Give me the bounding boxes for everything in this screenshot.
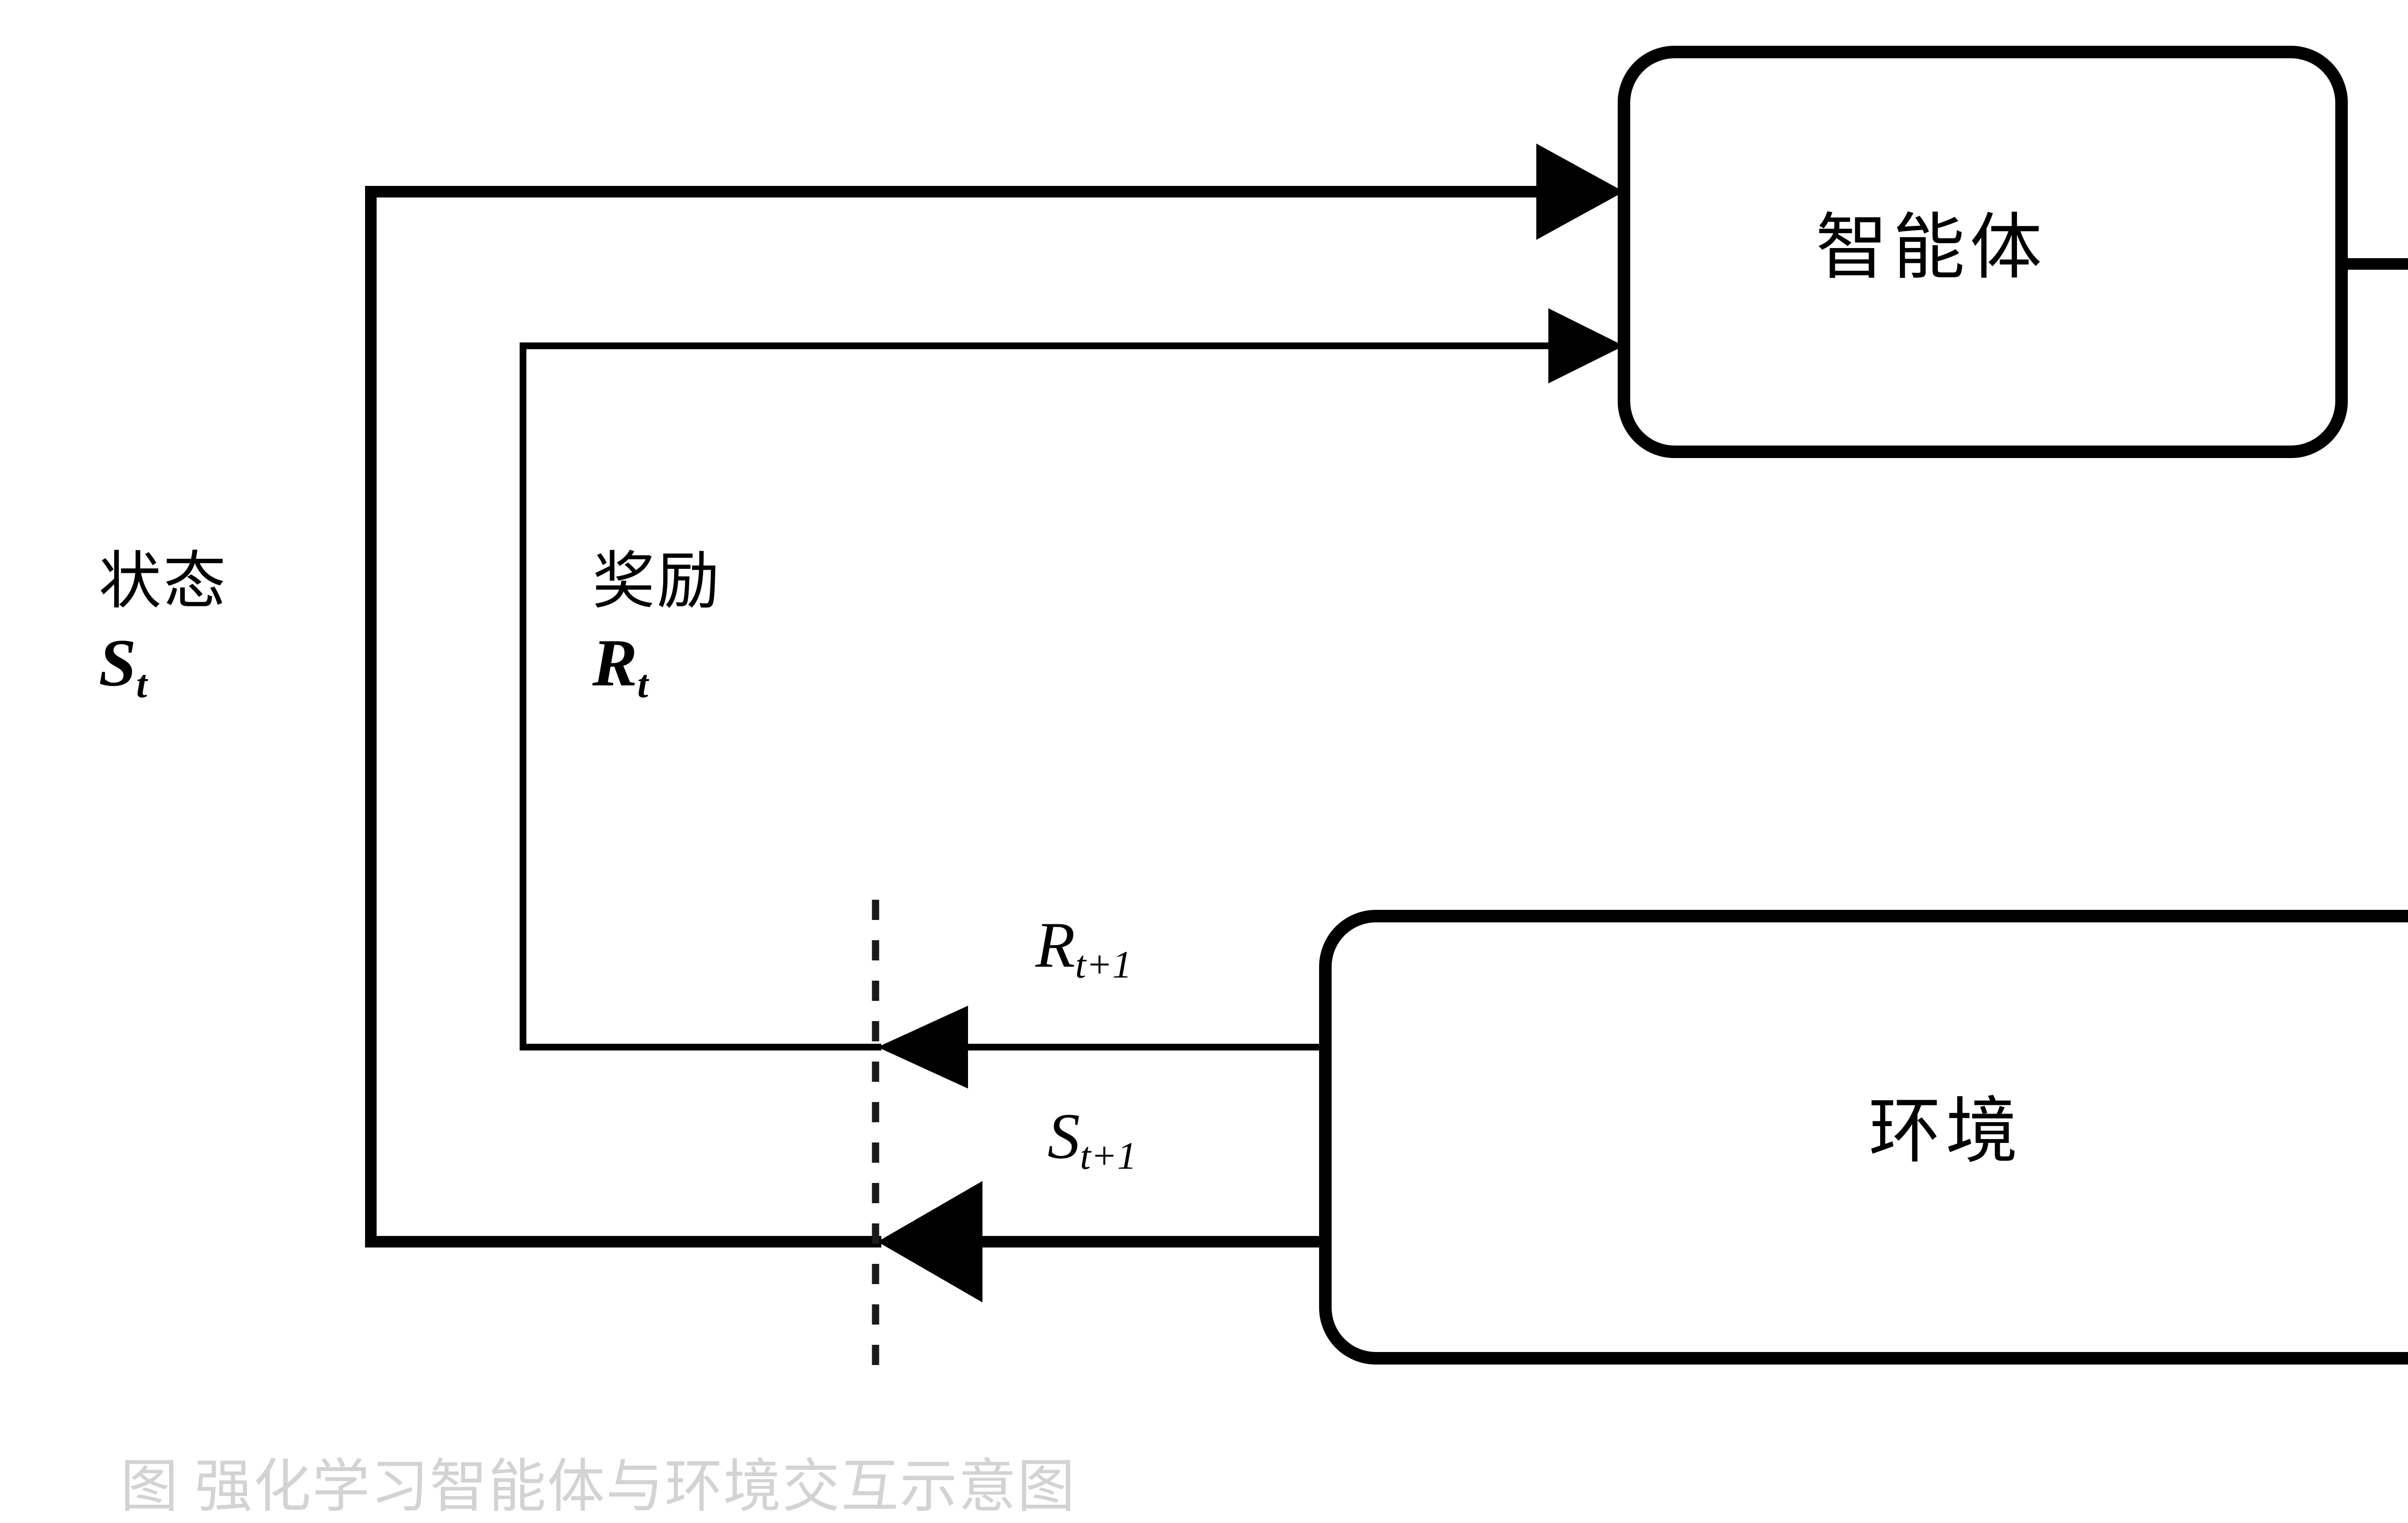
reward-symbol-base: R xyxy=(592,625,638,700)
reward-path xyxy=(520,342,1589,1050)
state-label-group: 状态 St xyxy=(99,549,228,705)
state-next-symbol-subscript: t+1 xyxy=(1080,1134,1137,1178)
reward-next-arrowhead xyxy=(877,1006,968,1089)
rl-loop-svg xyxy=(365,46,2408,1367)
diagram-canvas: 智能体 环境 状态 St 奖励 Rt 动作 At Rt+1 St+1 图 强化学… xyxy=(99,46,2408,1519)
reward-arrowhead xyxy=(1548,308,1624,383)
agent-box-label: 智能体 xyxy=(1816,208,2047,288)
state-next-label: St+1 xyxy=(1047,1104,1137,1176)
reward-next-label: Rt+1 xyxy=(1035,913,1132,985)
reward-next-symbol-subscript: t+1 xyxy=(1075,943,1132,986)
reward-next-symbol-base: R xyxy=(1035,909,1075,981)
state-symbol-base: S xyxy=(99,625,136,700)
state-symbol-subscript: t xyxy=(136,662,147,706)
reward-label-group: 奖励 Rt xyxy=(592,549,721,705)
agent-box[interactable] xyxy=(1618,46,2348,458)
state-arrowhead xyxy=(1536,144,1624,240)
state-next-symbol-base: S xyxy=(1047,1101,1080,1172)
figure-caption: 图 强化学习智能体与环境交互示意图 xyxy=(120,1455,1076,1519)
state-symbol: St xyxy=(99,628,228,705)
reward-symbol-subscript: t xyxy=(637,662,648,706)
environment-box[interactable] xyxy=(1319,910,2408,1365)
state-path xyxy=(365,186,1589,1247)
state-label-cn: 状态 xyxy=(99,547,228,617)
state-next-arrowhead xyxy=(877,1181,982,1302)
environment-box-label: 环境 xyxy=(1869,1092,2023,1172)
reward-symbol: Rt xyxy=(592,628,721,705)
reward-label-cn: 奖励 xyxy=(592,547,722,617)
